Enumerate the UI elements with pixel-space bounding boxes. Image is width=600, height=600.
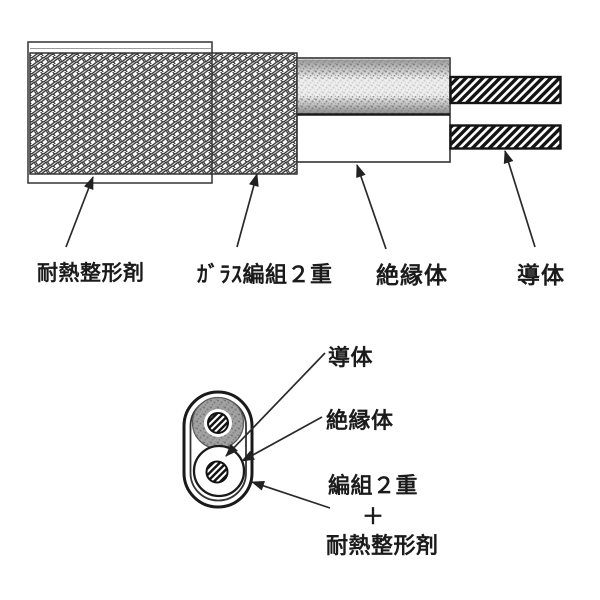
cs-label-jacket-line1: 編組２重 (328, 473, 419, 498)
arrow-insulator (356, 164, 387, 250)
insulator-block (296, 57, 451, 163)
conductor-bar-bottom (449, 124, 562, 150)
side-label-insulator: 絶縁体 (376, 262, 448, 288)
cs-core-bottom-conductor (205, 460, 229, 484)
arrow-braid (236, 173, 259, 248)
glass-braid-layer (29, 52, 298, 175)
heat-former-layer (27, 41, 213, 184)
conductor-bar-top (449, 75, 562, 105)
cs-label-jacket-plus: ＋ (362, 504, 385, 529)
cs-label-conductor: 導体 (328, 345, 374, 370)
cs-label-insulator: 絶縁体 (326, 408, 394, 433)
cs-label-jacket-line2: 耐熱整形剤 (326, 533, 439, 558)
side-label-former: 耐熱整形剤 (37, 262, 145, 285)
arrow-conductor (503, 150, 536, 248)
cs-arrow-conductor (225, 352, 326, 457)
cs-arrow-jacket (251, 481, 331, 509)
side-label-braid: ｶﾞﾗｽ編組２重 (197, 262, 333, 287)
side-label-conductor: 導体 (517, 262, 565, 288)
arrow-former (65, 176, 94, 248)
cs-arrow-insulator (241, 416, 323, 462)
cs-core-top-conductor (207, 412, 229, 434)
